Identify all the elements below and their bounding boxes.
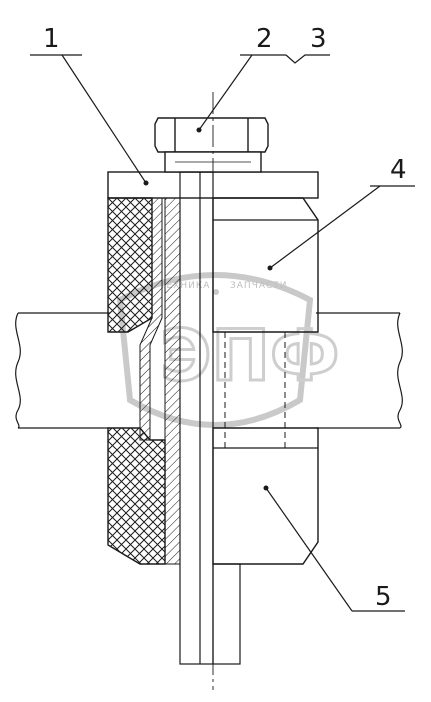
wall-section <box>15 312 403 429</box>
watermark-text-right: ЗАПЧАСТИ <box>230 281 288 291</box>
callout-5: 5 <box>375 582 392 612</box>
leader-dots <box>143 127 273 491</box>
bolt-rod <box>179 171 241 665</box>
rubber-pad-lower <box>107 427 166 565</box>
nut-part-2 <box>154 117 269 173</box>
hatched-strip <box>164 197 181 565</box>
watermark: ТЕХНИКА ЗАПЧАСТИ ЭПФ <box>116 272 341 428</box>
watermark-logo: ЭПФ <box>160 315 339 397</box>
watermark-text-left: ТЕХНИКА <box>159 281 210 291</box>
hatched-liner <box>139 197 163 441</box>
callout-4: 4 <box>390 155 407 185</box>
callout-3: 3 <box>310 24 327 54</box>
clamp-upper-part-4 <box>212 197 319 333</box>
callout-1: 1 <box>43 24 60 54</box>
callout-2: 2 <box>256 24 273 54</box>
leader-lines <box>30 54 415 612</box>
watermark-dot-icon <box>213 289 219 295</box>
rubber-pad-upper <box>107 197 153 333</box>
